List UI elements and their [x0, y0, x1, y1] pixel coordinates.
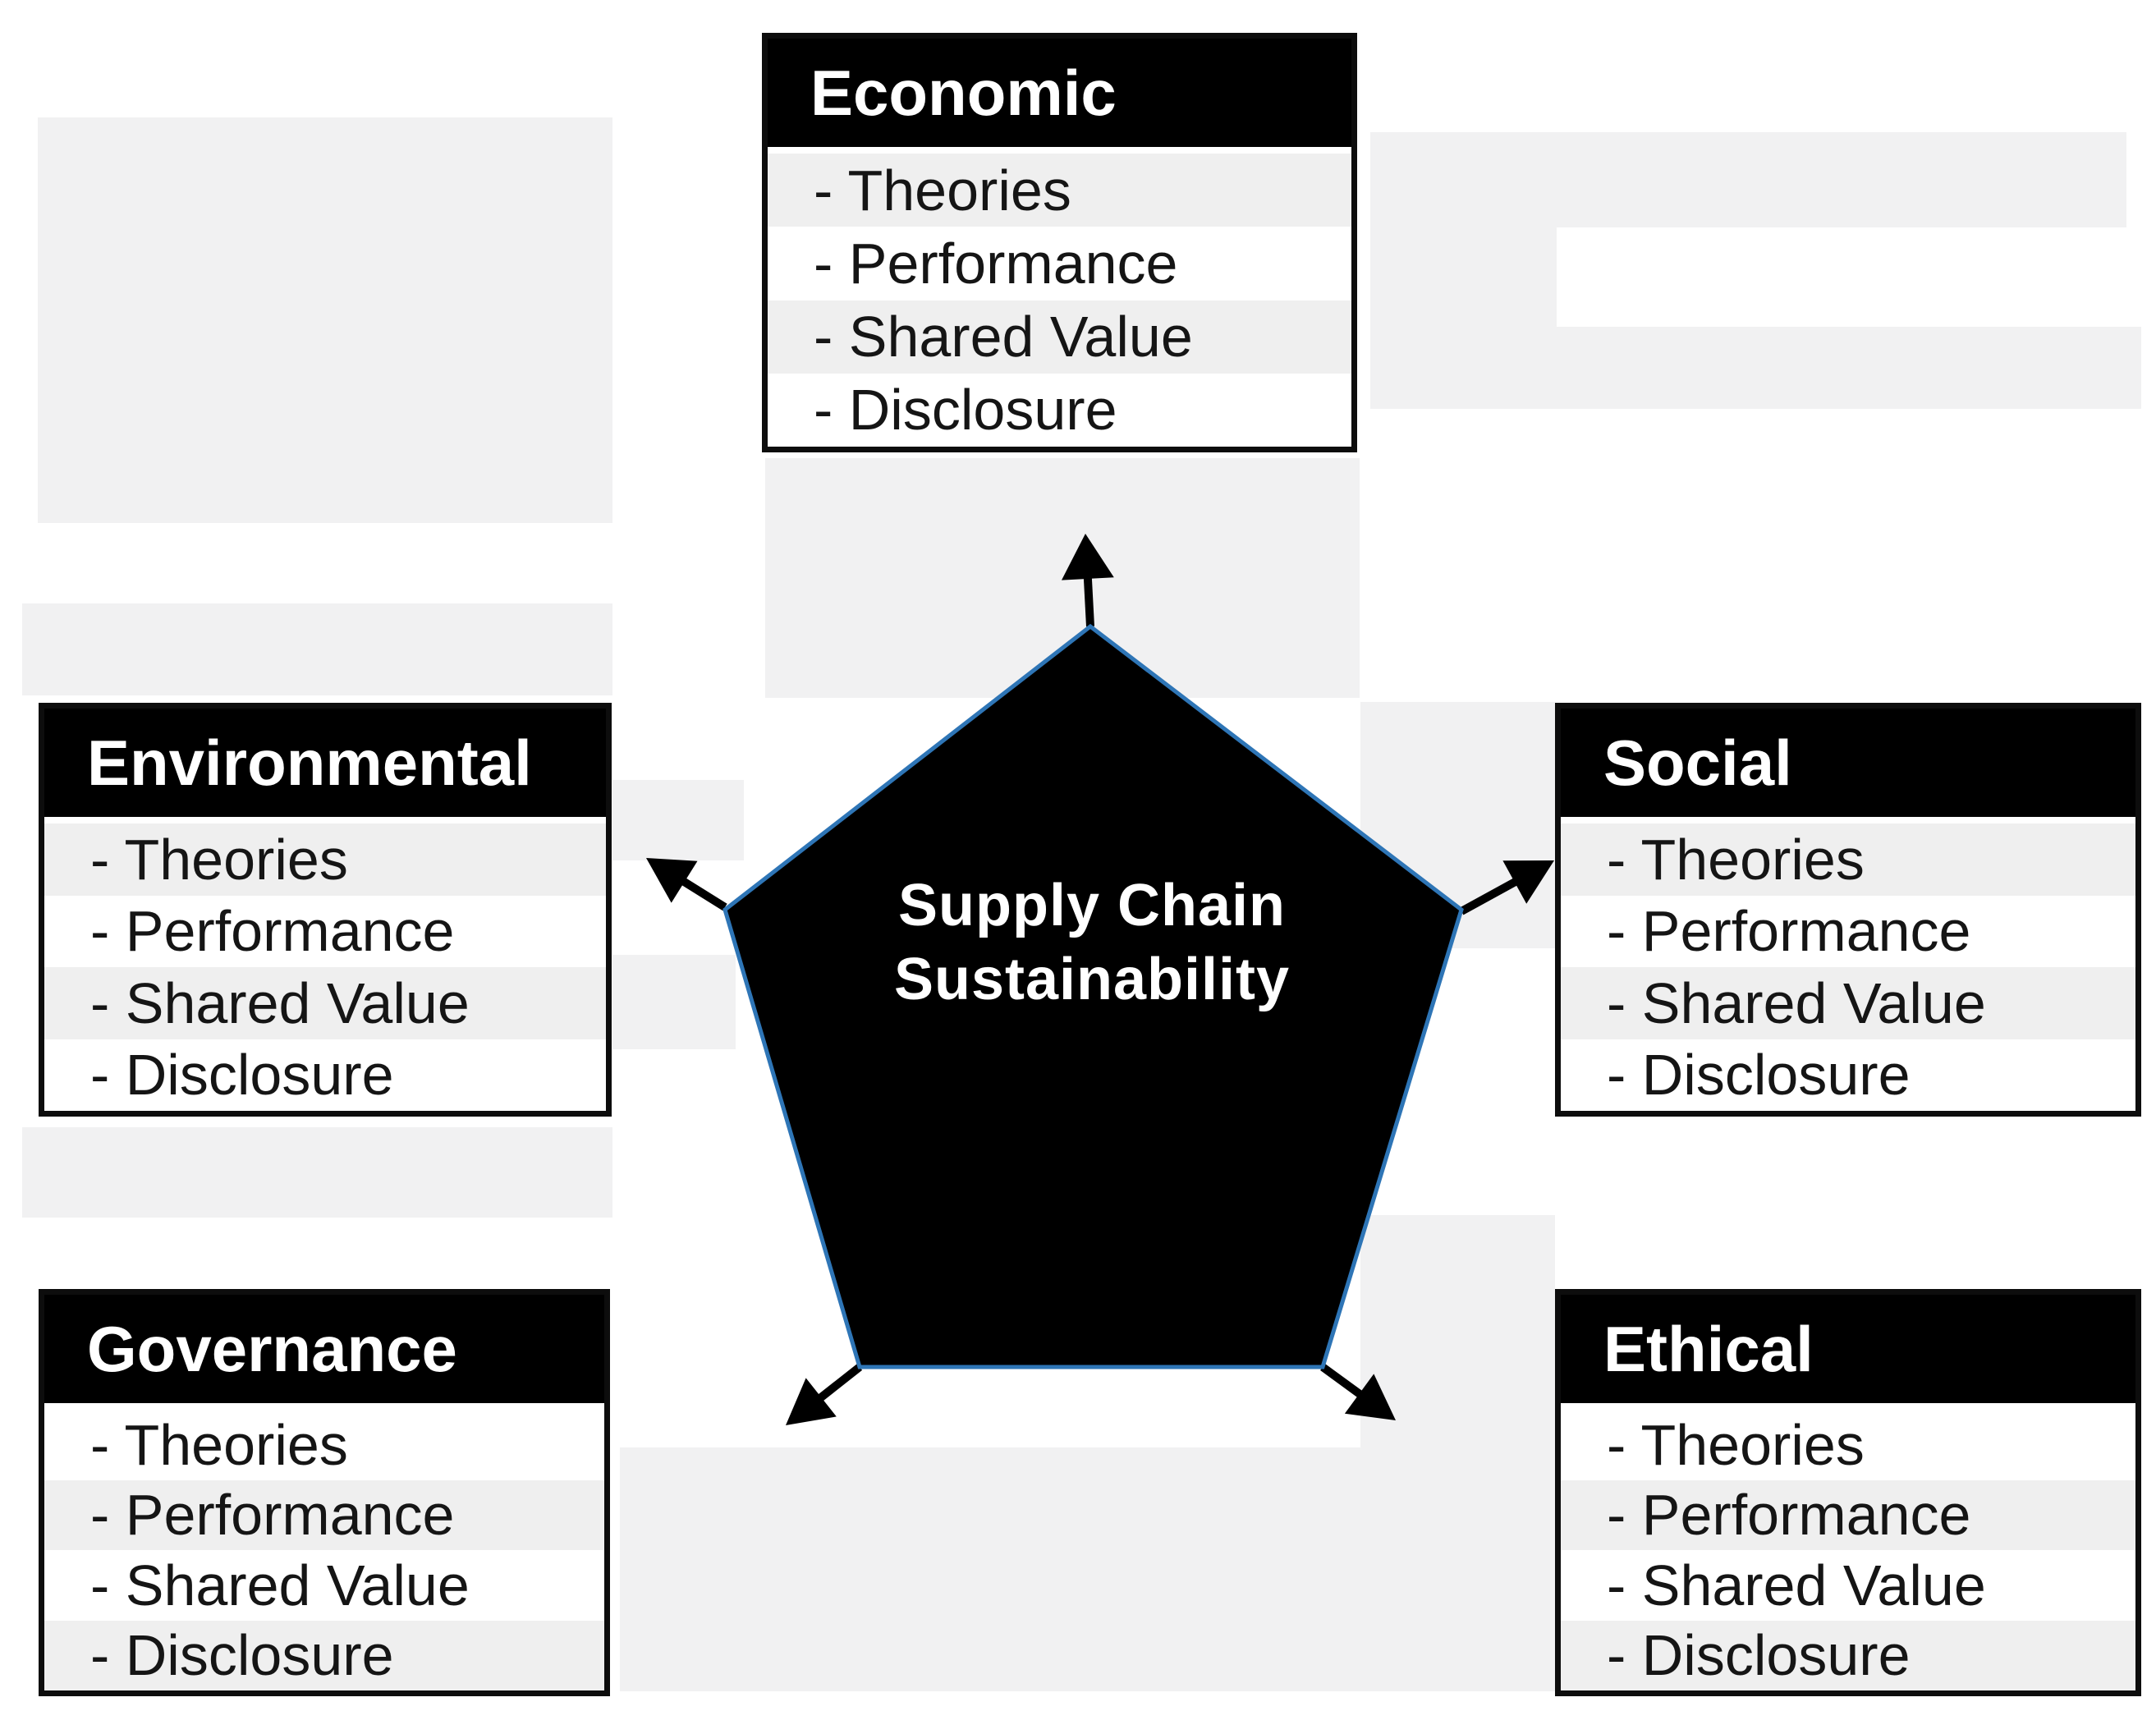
box-body-governance: - Theories - Performance - Shared Value …	[44, 1410, 604, 1690]
box-item-theories: - Theories	[1561, 823, 2135, 896]
background-stripe	[22, 1127, 612, 1218]
box-item-shared-value: - Shared Value	[1561, 967, 2135, 1039]
box-item-shared-value: - Shared Value	[768, 300, 1351, 374]
box-title-social: Social	[1561, 709, 2135, 823]
box-item-theories: - Theories	[1561, 1410, 2135, 1480]
pentagon-label-line2: Sustainability	[893, 947, 1291, 1012]
pentagon-label-line1: Supply Chain	[897, 873, 1287, 938]
box-body-ethical: - Theories - Performance - Shared Value …	[1561, 1410, 2135, 1690]
box-body-environmental: - Theories - Performance - Shared Value …	[44, 823, 606, 1111]
box-item-performance: - Performance	[768, 227, 1351, 300]
box-item-theories: - Theories	[44, 1410, 604, 1480]
box-item-disclosure: - Disclosure	[768, 373, 1351, 447]
box-title-ethical: Ethical	[1561, 1295, 2135, 1410]
box-item-shared-value: - Shared Value	[1561, 1550, 2135, 1621]
box-item-disclosure: - Disclosure	[1561, 1039, 2135, 1111]
box-item-theories: - Theories	[44, 823, 606, 896]
box-body-social: - Theories - Performance - Shared Value …	[1561, 823, 2135, 1111]
box-item-performance: - Performance	[1561, 895, 2135, 967]
background-stripe	[38, 117, 612, 523]
background-stripe	[1370, 227, 1557, 327]
arrow-right	[1459, 860, 1554, 915]
background-stripe	[1360, 1215, 1555, 1449]
box-item-disclosure: - Disclosure	[44, 1620, 604, 1690]
box-title-environmental: Environmental	[44, 709, 606, 823]
background-stripe	[612, 780, 744, 860]
box-title-economic: Economic	[768, 39, 1351, 154]
category-box-ethical: Ethical - Theories - Performance - Share…	[1555, 1289, 2141, 1696]
box-item-disclosure: - Disclosure	[44, 1039, 606, 1111]
background-stripe	[612, 955, 736, 1049]
box-item-shared-value: - Shared Value	[44, 967, 606, 1039]
category-box-environmental: Environmental - Theories - Performance -…	[39, 703, 612, 1117]
category-box-social: Social - Theories - Performance - Shared…	[1555, 703, 2141, 1117]
background-stripe	[1370, 132, 2126, 227]
category-box-governance: Governance - Theories - Performance - Sh…	[39, 1289, 610, 1696]
box-title-governance: Governance	[44, 1295, 604, 1410]
box-item-performance: - Performance	[1561, 1479, 2135, 1550]
background-stripe	[1370, 327, 2141, 409]
arrow-left	[646, 858, 727, 911]
box-item-performance: - Performance	[44, 895, 606, 967]
box-item-theories: - Theories	[768, 154, 1351, 227]
box-body-economic: - Theories - Performance - Shared Value …	[768, 154, 1351, 447]
box-item-disclosure: - Disclosure	[1561, 1620, 2135, 1690]
arrow-bottom-right	[1320, 1363, 1396, 1420]
arrow-bottom-left	[786, 1364, 863, 1425]
arrow-top	[1062, 534, 1114, 627]
pentagon-label: Supply Chain Sustainability	[846, 869, 1338, 1016]
box-item-shared-value: - Shared Value	[44, 1550, 604, 1621]
pentagon-shape	[722, 623, 1464, 1369]
category-box-economic: Economic - Theories - Performance - Shar…	[762, 33, 1357, 452]
background-stripe	[22, 603, 612, 695]
box-item-performance: - Performance	[44, 1479, 604, 1550]
background-stripe	[620, 1447, 1555, 1691]
